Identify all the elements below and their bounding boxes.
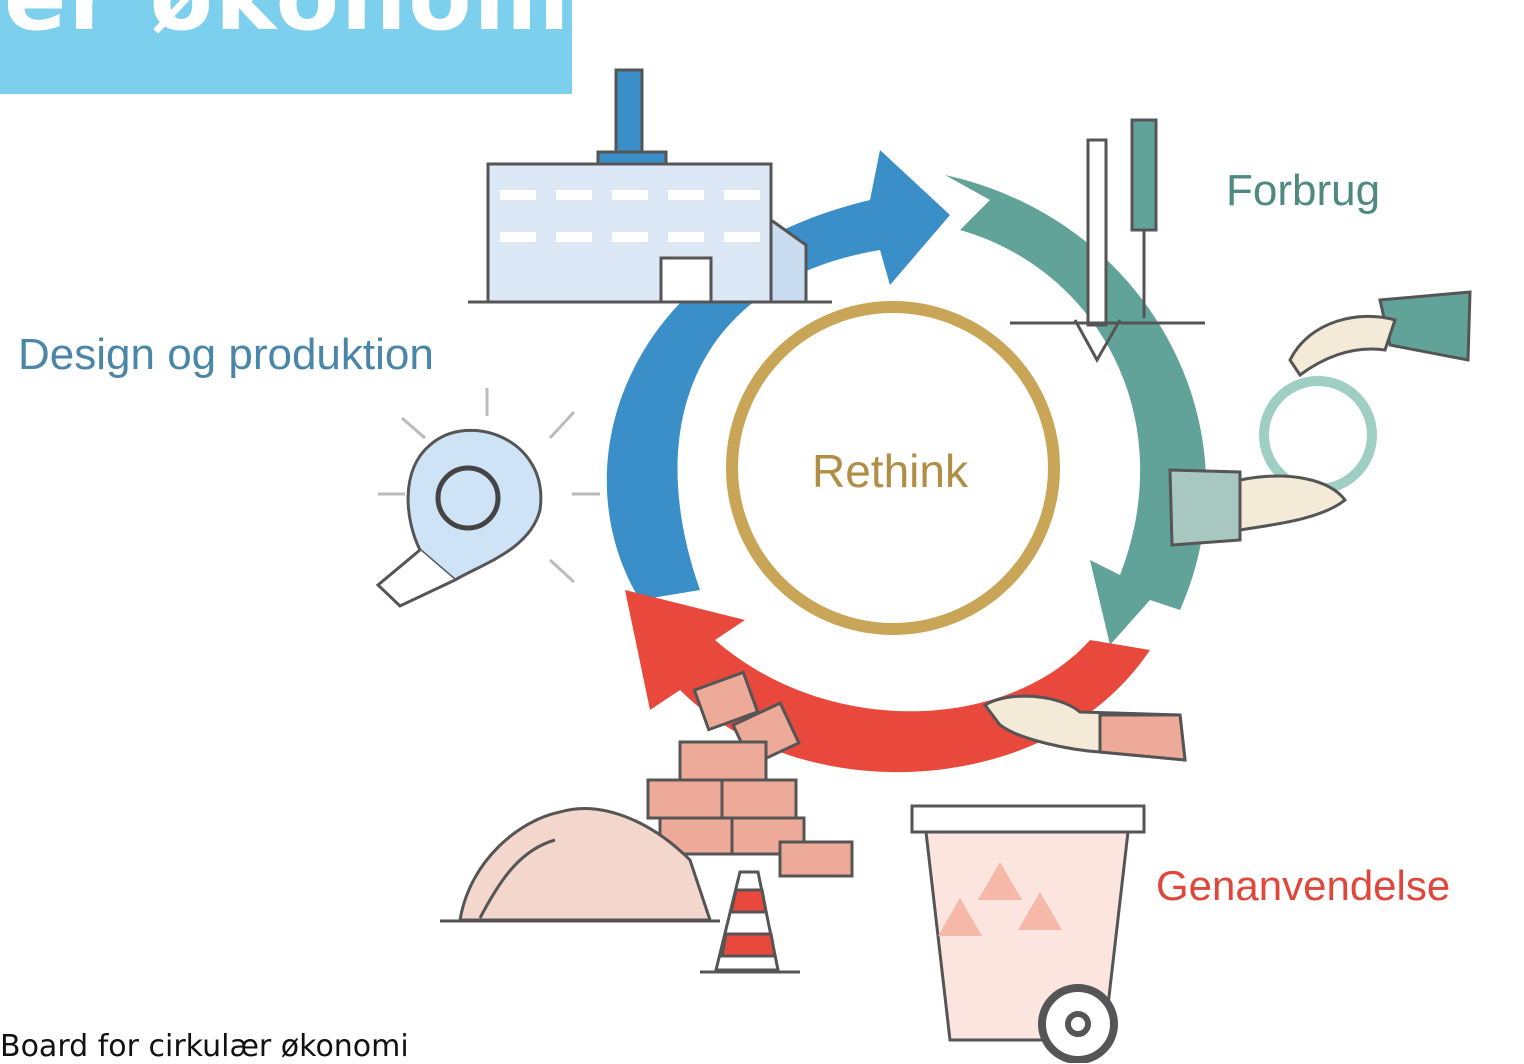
footer-caption: Board for cirkulær økonomi: [0, 1029, 409, 1064]
rethink-ring: [726, 301, 1060, 635]
bricks-icon: [646, 670, 854, 878]
label-design-og-produktion: Design og produktion: [18, 330, 434, 379]
factory-icon: [468, 68, 832, 304]
tools-icon: [1010, 118, 1205, 364]
label-genanvendelse: Genanvendelse: [1156, 862, 1451, 909]
traffic-cone-icon: [700, 870, 800, 974]
rubble-icon: [440, 807, 720, 923]
hands-recycle-icon: [1168, 290, 1472, 547]
label-rethink: Rethink: [812, 445, 968, 497]
title-banner: er økonomi: [0, 0, 572, 94]
forbrug-arrow: [945, 175, 1207, 645]
lightbulb-icon: [375, 388, 600, 608]
label-forbrug: Forbrug: [1226, 166, 1381, 215]
recycle-bin-icon: [910, 694, 1187, 1063]
page-title: er økonomi: [4, 0, 572, 51]
